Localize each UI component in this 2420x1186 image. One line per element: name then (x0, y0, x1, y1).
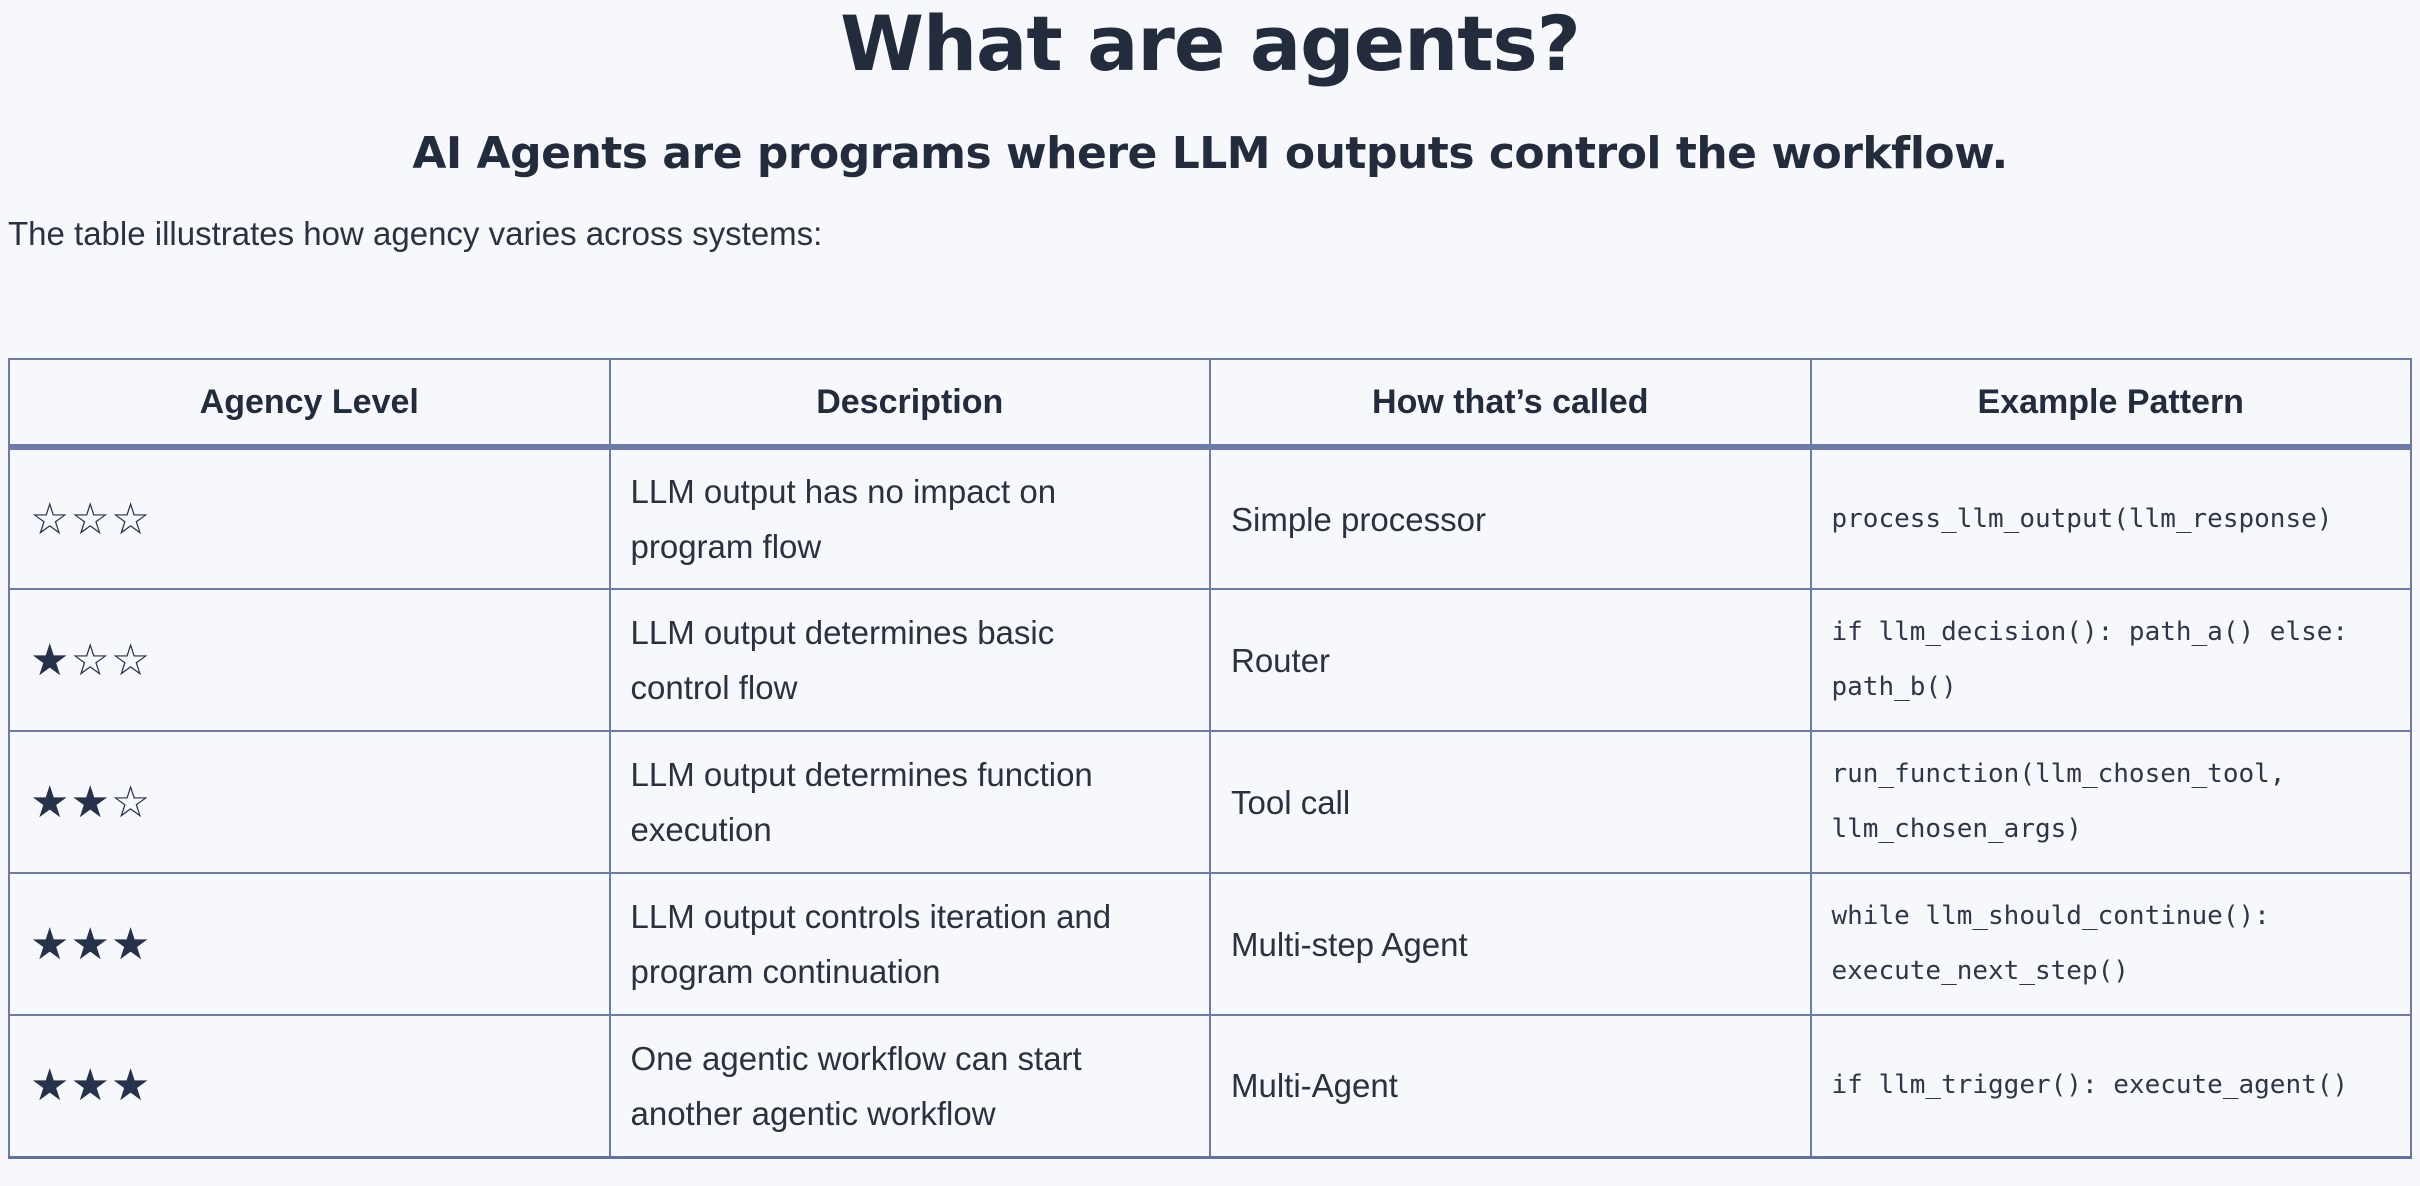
how-called-cell: Simple processor (1209, 446, 1812, 590)
agency-stars: ★☆☆ (8, 588, 611, 732)
description-cell: LLM output determines basic control flow (608, 588, 1211, 732)
table-row: ★★★ LLM output controls iteration and pr… (8, 872, 2412, 1016)
how-called-cell: Router (1209, 588, 1812, 732)
description-cell: One agentic workflow can start another a… (608, 1014, 1211, 1159)
column-header-agency-level: Agency Level (8, 358, 611, 450)
table-row: ☆☆☆ LLM output has no impact on program … (8, 446, 2412, 590)
table-row: ★☆☆ LLM output determines basic control … (8, 588, 2412, 732)
pattern-cell: if llm_trigger(): execute_agent() (1809, 1014, 2412, 1159)
agency-stars: ★★★ (8, 872, 611, 1016)
intro-text: The table illustrates how agency varies … (8, 215, 823, 252)
table-header: Agency Level Description How that’s call… (8, 358, 2412, 450)
agency-stars: ★★☆ (8, 730, 611, 874)
description-cell: LLM output controls iteration and progra… (608, 872, 1211, 1016)
pattern-cell: process_llm_output(llm_response) (1809, 446, 2412, 590)
pattern-cell: while llm_should_continue(): execute_nex… (1809, 872, 2412, 1016)
page-title: What are agents? (840, 0, 1581, 88)
description-cell: LLM output determines function execution (608, 730, 1211, 874)
table-row: ★★☆ LLM output determines function execu… (8, 730, 2412, 874)
header-row: Agency Level Description How that’s call… (8, 358, 2412, 450)
table-row: ★★★ One agentic workflow can start anoth… (8, 1014, 2412, 1159)
column-header-description: Description (608, 358, 1211, 450)
agency-stars: ☆☆☆ (8, 446, 611, 590)
table-body: ☆☆☆ LLM output has no impact on program … (8, 446, 2412, 1159)
how-called-cell: Tool call (1209, 730, 1812, 874)
agency-table: Agency Level Description How that’s call… (8, 358, 2412, 1159)
column-header-example-pattern: Example Pattern (1809, 358, 2412, 450)
column-header-how-called: How that’s called (1209, 358, 1812, 450)
how-called-cell: Multi-Agent (1209, 1014, 1812, 1159)
how-called-cell: Multi-step Agent (1209, 872, 1812, 1016)
pattern-cell: run_function(llm_chosen_tool, llm_chosen… (1809, 730, 2412, 874)
agency-stars: ★★★ (8, 1014, 611, 1159)
description-cell: LLM output has no impact on program flow (608, 446, 1211, 590)
page-subtitle: AI Agents are programs where LLM outputs… (412, 128, 2008, 179)
pattern-cell: if llm_decision(): path_a() else: path_b… (1809, 588, 2412, 732)
